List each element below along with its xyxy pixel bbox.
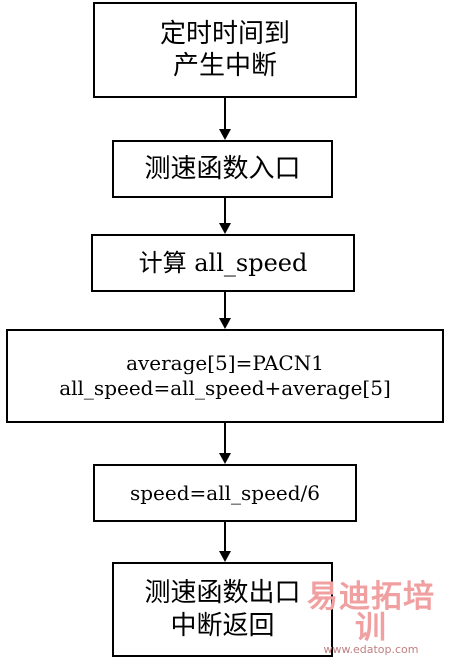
step-compute-speed: speed=all_speed/6: [93, 464, 357, 522]
step-accumulate-average: average[5]=PACN1 all_speed=all_speed+ave…: [6, 329, 444, 423]
step-text-line: 产生中断: [172, 51, 277, 81]
step-text-line: 测速函数入口: [144, 153, 301, 184]
arrow-head-2: [219, 223, 231, 234]
step-text-line: speed=all_speed/6: [129, 480, 321, 505]
step-text-line: 定时时间到: [159, 18, 290, 49]
step-compute-all-speed: 计算 all_speed: [91, 234, 355, 292]
arrow-head-5: [219, 551, 231, 562]
step-speed-function-exit: 测速函数出口 中断返回: [112, 562, 333, 657]
step-speed-function-entry: 测速函数入口: [112, 140, 333, 198]
arrow-head-3: [219, 318, 231, 329]
step-text-line: all_speed=all_speed+average[5]: [59, 376, 391, 400]
step-text-line: average[5]=PACN1: [126, 351, 324, 375]
arrow-head-1: [219, 129, 231, 140]
step-text-line: 中断返回: [170, 610, 275, 641]
step-text-line: 计算 all_speed: [138, 249, 308, 277]
step-timer-interrupt: 定时时间到 产生中断: [93, 2, 357, 98]
step-text-line: 测速函数出口: [144, 578, 301, 608]
arrow-head-4: [219, 453, 231, 464]
